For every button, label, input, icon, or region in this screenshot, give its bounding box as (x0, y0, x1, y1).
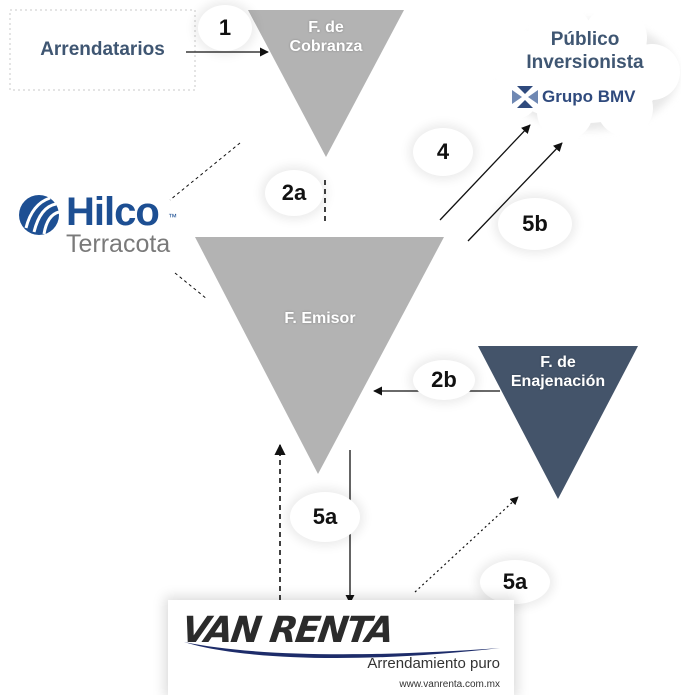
grupo-bmv-logo: Grupo BMV (512, 86, 636, 108)
bmv-star-icon (512, 86, 538, 108)
f-enajenacion-label: F. de Enajenación (488, 353, 628, 391)
f-emisor-label: F. Emisor (284, 310, 356, 327)
triangle-f-cobranza (248, 10, 404, 157)
step-2b-badge: 2b (413, 360, 475, 400)
hilco-name: Hilco (66, 190, 160, 234)
arrow-step-4 (439, 124, 531, 221)
vanrenta-tagline: Arrendamiento puro (367, 655, 500, 672)
vanrenta-swoosh (184, 642, 500, 659)
step-5a-left-badge: 5a (290, 492, 360, 542)
connector-hilco-cobranza (169, 142, 241, 201)
step-5a-right-badge: 5a (480, 560, 550, 604)
vanrenta-logo: VAN RENTA Arrendamiento puro www.vanrent… (168, 600, 514, 695)
publico-line-1: Público (550, 29, 620, 50)
hilco-trademark: ™ (168, 212, 177, 222)
arrow-step-5b (467, 142, 563, 242)
step-2a-badge: 2a (265, 170, 323, 216)
step-1-badge: 1 (198, 5, 252, 51)
publico-inversionista-label: Público Inversionista (505, 28, 665, 74)
f-cobranza-line-2: Cobranza (289, 38, 363, 55)
step-5b-badge: 5b (498, 198, 572, 250)
f-cobranza-line-1: F. de (308, 19, 344, 36)
arrow-vanrenta-to-enajenacion (414, 496, 519, 593)
connector-hilco-emisor (174, 272, 208, 300)
arrendatarios-frame (9, 9, 196, 91)
hilco-globe-icon (19, 195, 60, 235)
hilco-subtitle: Terracota (66, 230, 171, 258)
triangle-f-emisor (195, 237, 444, 474)
f-cobranza-label: F. de Cobranza (270, 18, 382, 56)
triangle-f-enajenacion (478, 346, 638, 499)
vanrenta-url: www.vanrenta.com.mx (399, 679, 500, 690)
publico-line-2: Inversionista (526, 52, 644, 73)
step-4-badge: 4 (413, 128, 473, 176)
f-enajenacion-line-2: Enajenación (510, 373, 606, 390)
arrendatarios-label: Arrendatarios (40, 39, 165, 60)
grupo-bmv-text: Grupo BMV (542, 87, 636, 106)
f-enajenacion-line-1: F. de (540, 354, 576, 371)
